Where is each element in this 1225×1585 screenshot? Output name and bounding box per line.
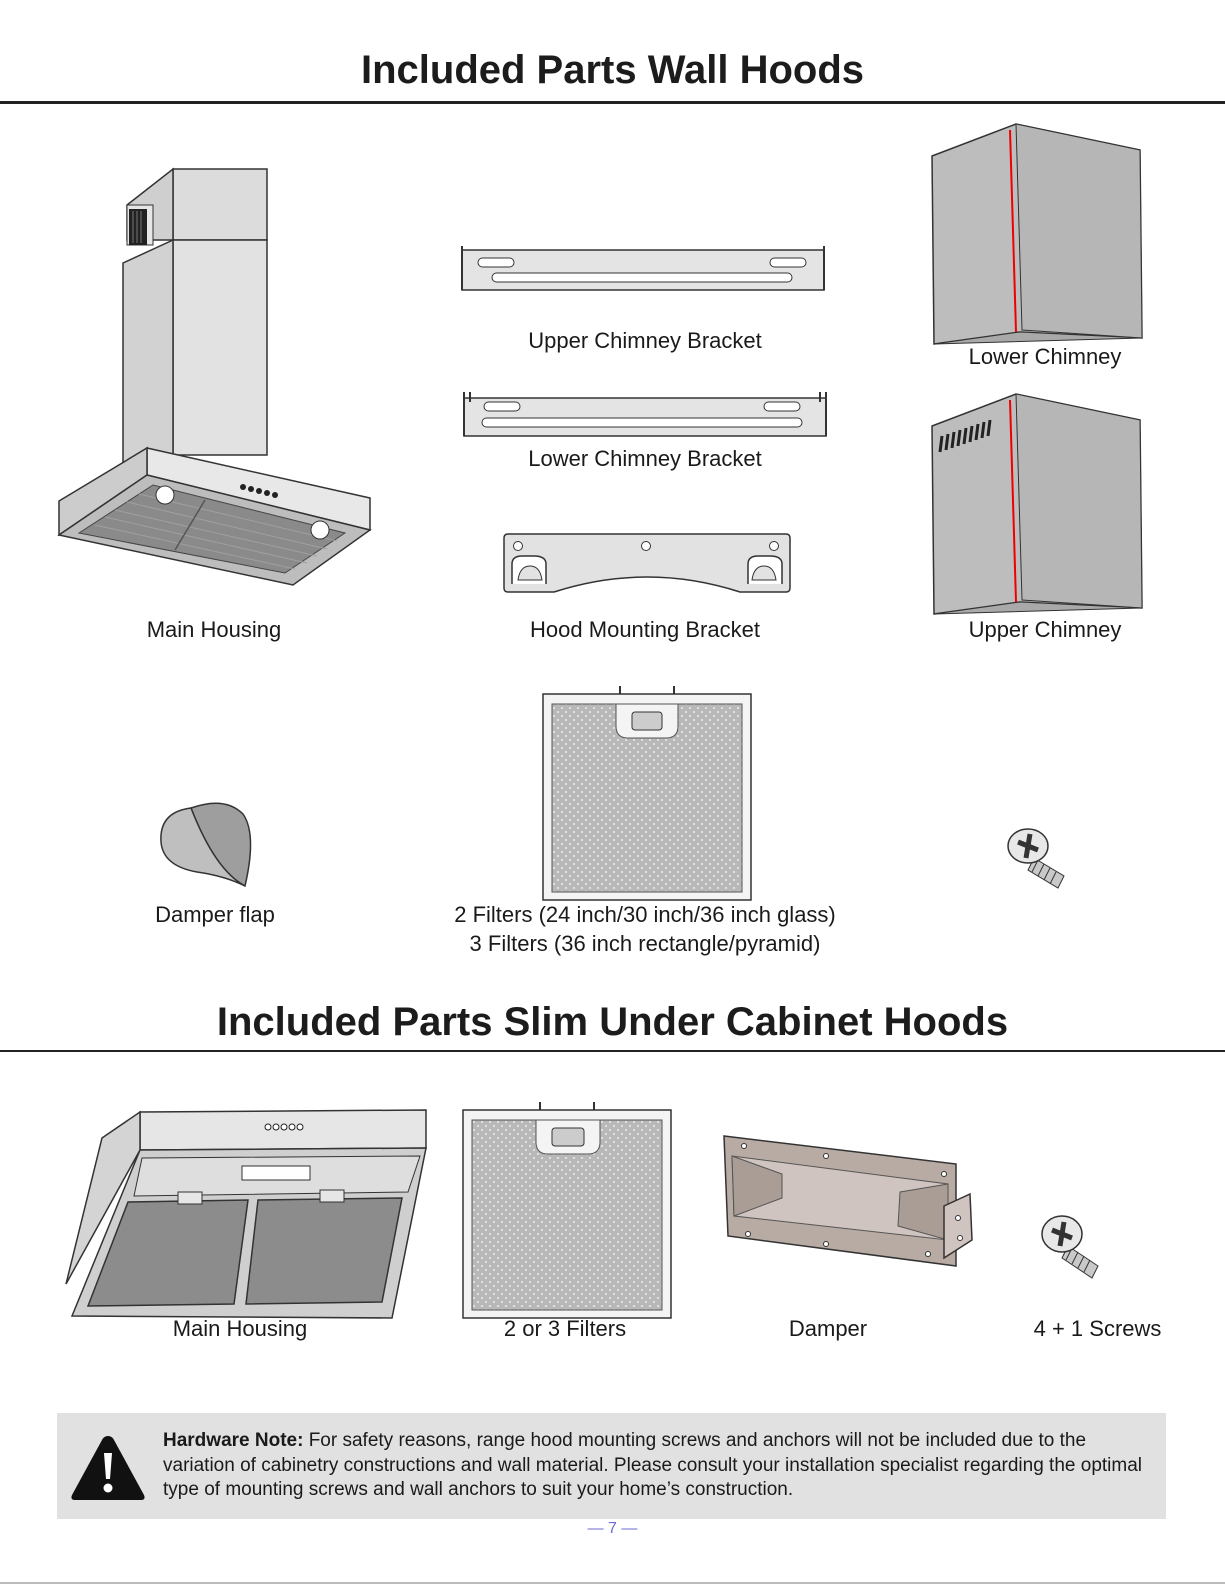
hood-mounting-bracket-illustration	[503, 533, 791, 593]
damper-flap-illustration	[160, 802, 252, 888]
section-divider	[0, 101, 1225, 104]
upper-chimney-bracket-illustration	[461, 246, 825, 291]
section-divider	[0, 1050, 1225, 1052]
part-label-upper-chimney-bracket: Upper Chimney Bracket	[528, 328, 762, 353]
part-label-filters-line2: 3 Filters (36 inch rectangle/pyramid)	[469, 931, 821, 956]
screw-illustration	[1007, 828, 1065, 889]
lower-chimney-bracket-illustration	[463, 392, 827, 437]
cabinet-part-label-damper: Damper	[788, 1316, 868, 1341]
part-label-upper-chimney: Upper Chimney	[968, 617, 1122, 642]
cabinet-part-label-screws: 4 + 1 Screws	[1033, 1316, 1162, 1341]
section-title-wall-hoods: Included Parts Wall Hoods	[360, 48, 865, 92]
part-label-lower-chimney-bracket: Lower Chimney Bracket	[528, 446, 762, 471]
hardware-note-heading: Hardware Note:	[163, 1430, 304, 1451]
page-bottom-rule	[0, 1582, 1225, 1584]
hardware-note-box: Hardware Note: For safety reasons, range…	[57, 1413, 1166, 1519]
part-label-filters-line1: 2 Filters (24 inch/30 inch/36 inch glass…	[454, 902, 836, 927]
cabinet-main-housing-illustration	[65, 1109, 427, 1319]
warning-icon	[71, 1436, 145, 1500]
part-label-hood-mounting-bracket: Hood Mounting Bracket	[530, 617, 760, 642]
main-housing-illustration	[57, 167, 372, 586]
part-label-main-housing: Main Housing	[146, 617, 282, 642]
upper-chimney-illustration	[931, 393, 1143, 615]
cabinet-filter-illustration	[462, 1102, 672, 1319]
part-label-damper-flap: Damper flap	[155, 902, 275, 927]
cabinet-part-label-filters: 2 or 3 Filters	[503, 1316, 627, 1341]
hardware-note-text: Hardware Note: For safety reasons, range…	[163, 1429, 1153, 1503]
hardware-note-body: For safety reasons, range hood mounting …	[163, 1430, 1143, 1500]
damper-illustration	[723, 1135, 973, 1267]
section-title-under-cabinet-hoods: Included Parts Slim Under Cabinet Hoods	[216, 1000, 1009, 1044]
page-number: — 7 —	[587, 1520, 638, 1537]
part-label-lower-chimney: Lower Chimney	[968, 344, 1122, 369]
filter-illustration	[542, 686, 752, 901]
cabinet-part-label-main-housing: Main Housing	[172, 1316, 308, 1341]
lower-chimney-illustration	[931, 123, 1143, 345]
cabinet-screw-illustration	[1041, 1215, 1099, 1279]
